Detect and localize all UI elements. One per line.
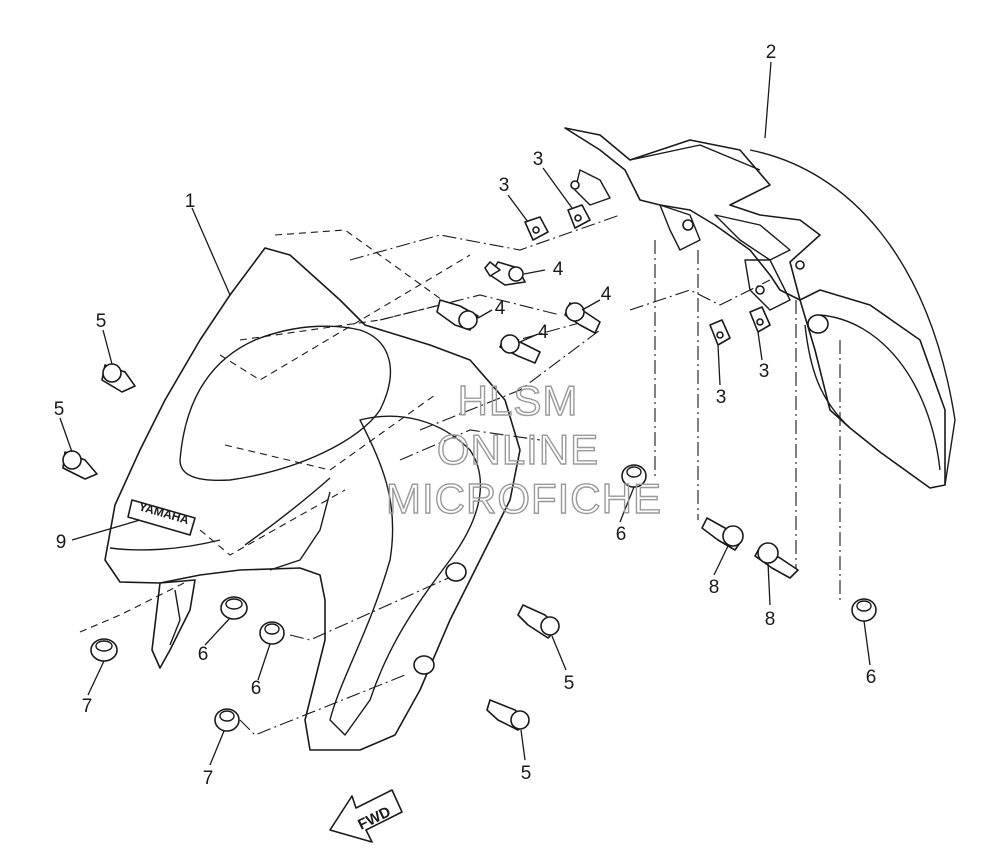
callout-2: 2 [766, 42, 777, 63]
callout-1: 1 [185, 191, 196, 212]
callout-9: 9 [56, 532, 67, 553]
callout-6-b: 6 [251, 678, 262, 699]
callout-6-c: 6 [616, 524, 627, 545]
callout-6-d: 6 [866, 667, 877, 688]
leader-lines [59, 61, 871, 766]
grommet-6-b[interactable] [259, 621, 285, 645]
callout-labels: 1 2 3 3 3 3 4 4 4 4 5 5 5 5 6 6 6 6 7 7 … [54, 42, 877, 789]
bolt-5-a[interactable] [101, 363, 136, 393]
watermark-line-2: ONLINE [437, 426, 599, 473]
grommet-6-a[interactable] [220, 596, 248, 620]
nut-3-c[interactable] [709, 319, 731, 346]
bolt-5-b[interactable] [62, 450, 98, 480]
front-fender[interactable] [564, 127, 956, 489]
callout-5-d: 5 [521, 763, 532, 784]
callout-4-b: 4 [495, 298, 506, 319]
callout-4-d: 4 [601, 284, 612, 305]
bolt-8-a[interactable] [701, 517, 744, 551]
grommet-6-d[interactable] [851, 598, 877, 622]
emblem-decal[interactable]: YAMAHA [127, 499, 196, 536]
nut-3-b[interactable] [567, 204, 591, 229]
callout-6-a: 6 [198, 644, 209, 665]
forward-direction-arrow: FWD [329, 789, 403, 843]
grommet-6-c[interactable] [621, 464, 647, 488]
grommet-7-b[interactable] [214, 708, 240, 732]
callout-7-a: 7 [82, 696, 93, 717]
watermark-line-3: MICROFICHE [386, 475, 662, 522]
watermark: HLSM ONLINE MICROFICHE [385, 376, 662, 522]
nut-3-a[interactable] [524, 216, 549, 241]
watermark-line-1: HLSM [458, 377, 579, 424]
callout-4-a: 4 [553, 259, 564, 280]
callout-3-d: 3 [759, 361, 770, 382]
callout-8-b: 8 [765, 609, 776, 630]
bolt-4-b[interactable] [436, 299, 479, 331]
grommet-cowl-lower [413, 655, 435, 675]
bolt-8-b[interactable] [754, 542, 799, 579]
bolt-5-d[interactable] [486, 699, 530, 731]
grommet-fender-rear [807, 314, 829, 334]
callout-3-c: 3 [716, 387, 727, 408]
grommet-cowl-upper [445, 562, 467, 582]
bolt-5-c[interactable] [517, 604, 560, 639]
callout-5-a: 5 [96, 311, 107, 332]
callout-5-c: 5 [564, 673, 575, 694]
callout-8-a: 8 [709, 577, 720, 598]
callout-7-b: 7 [203, 768, 214, 789]
callout-4-c: 4 [538, 322, 549, 343]
nut-3-d[interactable] [749, 306, 771, 333]
bolt-4-d[interactable] [564, 302, 601, 334]
assembly-guide-lines [79, 214, 841, 736]
bolt-4-a[interactable] [484, 261, 526, 286]
grommet-7-a[interactable] [90, 638, 118, 662]
callout-3-b: 3 [533, 149, 544, 170]
front-cowl[interactable] [104, 247, 521, 751]
bolt-4-c[interactable] [499, 334, 541, 364]
callout-5-b: 5 [54, 399, 65, 420]
callout-3-a: 3 [499, 175, 510, 196]
